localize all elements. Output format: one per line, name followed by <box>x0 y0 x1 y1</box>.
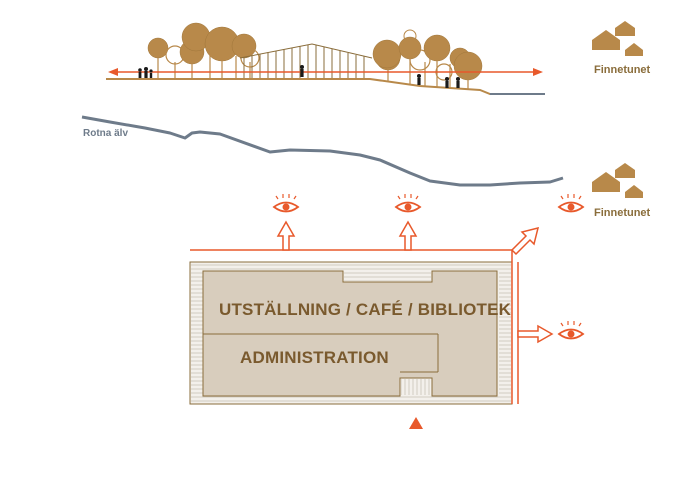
place-label-middle: Finnetunet <box>594 207 651 219</box>
person-icon <box>149 69 153 78</box>
tree-trunks-right <box>387 58 469 90</box>
tree-trunks-left <box>157 55 251 78</box>
circulation-arrow-section <box>108 68 543 76</box>
arrow-right-icon <box>533 68 543 76</box>
place-label-top: Finnetunet <box>594 64 651 76</box>
tree-group-left <box>147 22 260 68</box>
eye-icon <box>272 194 300 213</box>
eye-icon <box>557 321 585 340</box>
arrow-up-icon <box>398 220 418 251</box>
person-icon <box>417 74 421 85</box>
site-section <box>106 22 545 95</box>
river-line <box>81 115 564 187</box>
house-cluster-icon <box>592 21 643 56</box>
entrance-triangle-icon <box>409 417 423 429</box>
room-label-administration: ADMINISTRATION <box>240 348 389 367</box>
arrow-right-icon <box>517 324 554 344</box>
room-label-exhibition: UTSTÄLLNING / CAFÉ / BIBLIOTEK <box>219 300 512 319</box>
eye-icon <box>394 194 422 213</box>
river-label: Rotna älv <box>83 128 129 139</box>
arrow-diagonal-icon <box>510 226 540 256</box>
arrow-left-icon <box>108 68 118 76</box>
tree-group-right <box>372 29 483 81</box>
ground-line <box>106 78 545 95</box>
building-plan <box>189 261 513 405</box>
person-icon <box>144 67 148 78</box>
person-icon <box>300 65 304 77</box>
building-section <box>239 43 373 78</box>
people-figures <box>138 65 460 88</box>
person-icon <box>445 77 449 88</box>
person-icon <box>456 77 460 88</box>
house-cluster-icon <box>592 163 643 198</box>
person-icon <box>138 68 142 78</box>
eye-icon <box>557 194 585 213</box>
arrow-up-icon <box>276 220 296 251</box>
circulation-arrows-plan <box>190 220 554 404</box>
